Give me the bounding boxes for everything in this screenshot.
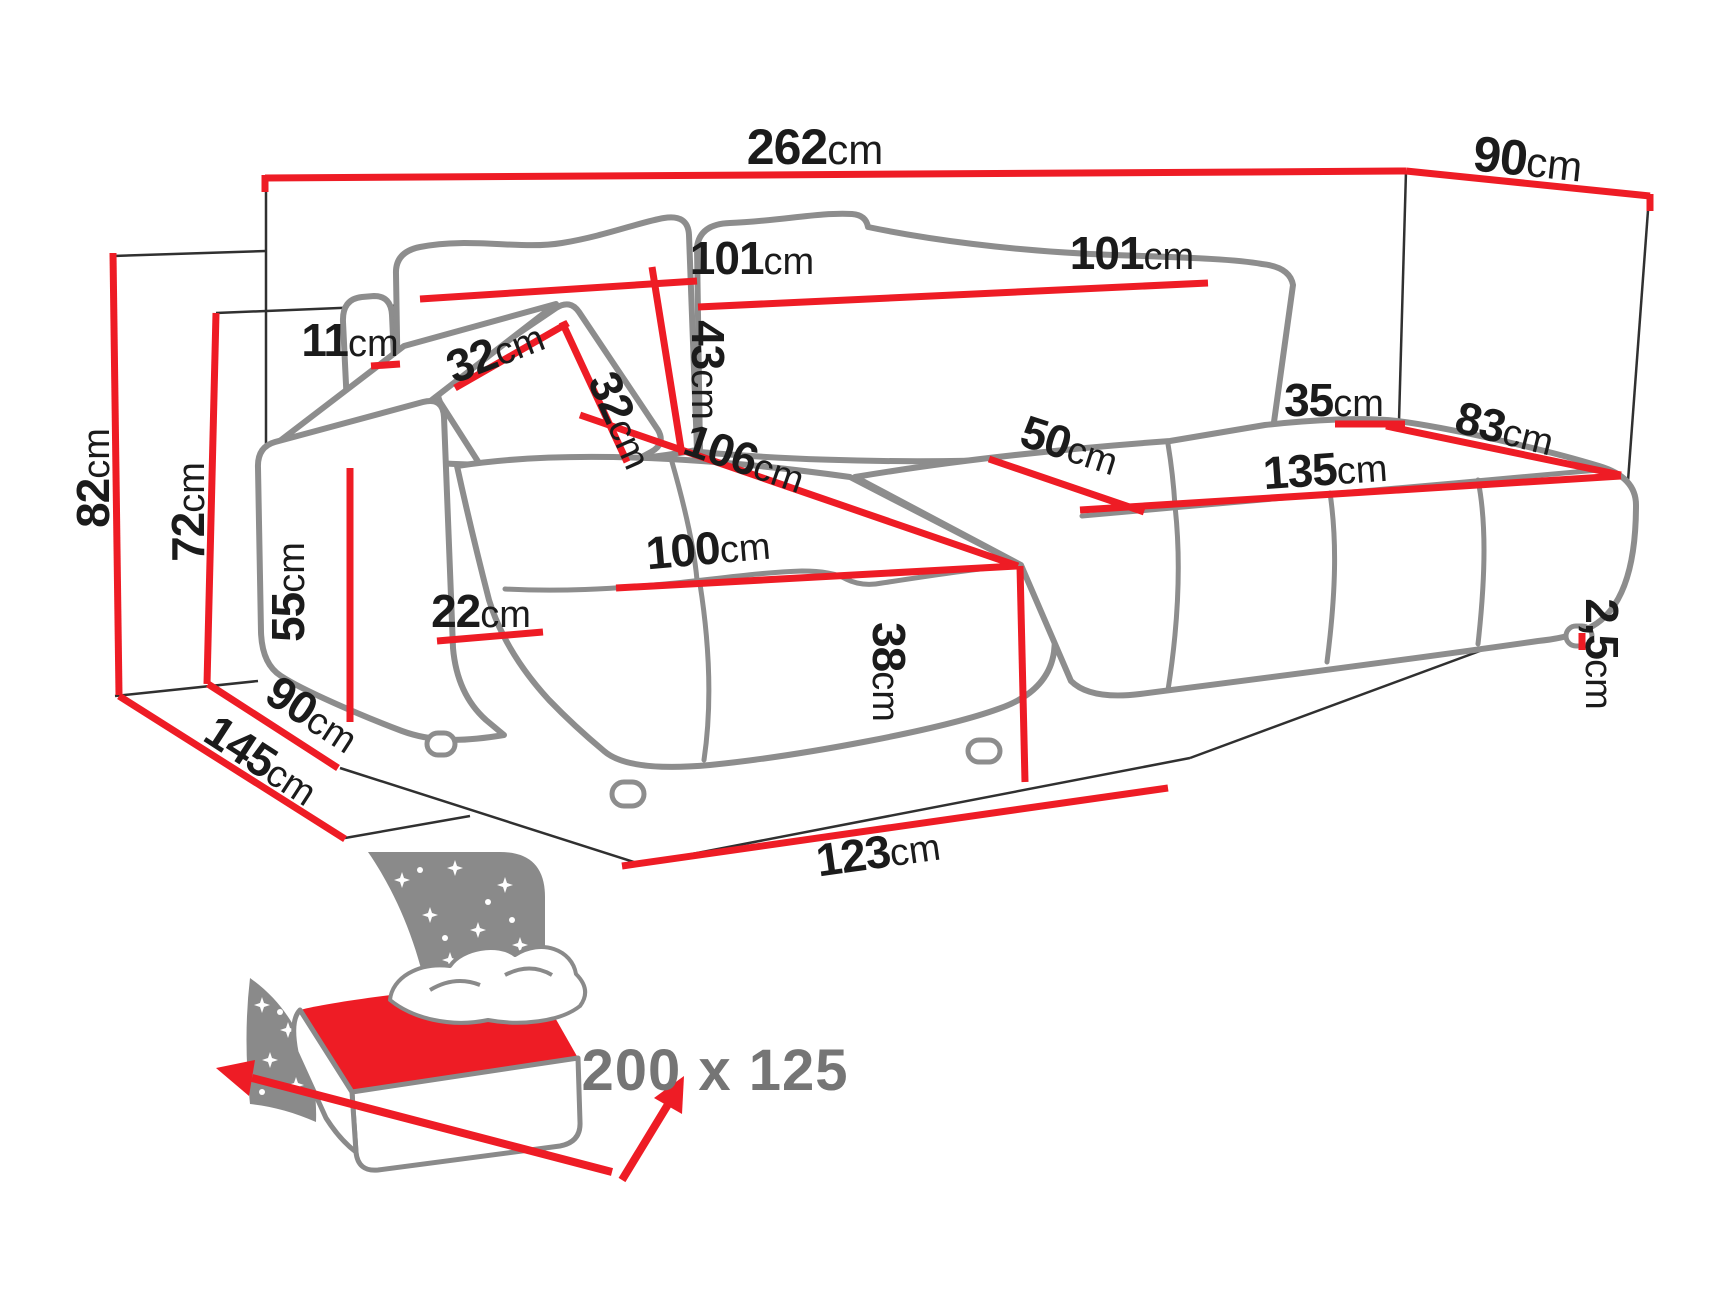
line-50 <box>987 455 1146 516</box>
arrow-shaft <box>250 1074 614 1176</box>
duvet <box>388 945 588 1025</box>
duvet-fold <box>428 979 481 992</box>
line-32b <box>558 320 631 464</box>
dim-leg-height: 2,5cm <box>1576 598 1628 710</box>
line-135 <box>1079 472 1622 514</box>
line-101-right <box>697 279 1209 311</box>
dim-seat-width: 135cm <box>1261 442 1389 500</box>
line-22 <box>436 628 544 645</box>
line-43 <box>648 266 686 456</box>
line-32a <box>453 319 570 392</box>
line-145 <box>117 693 347 842</box>
seat-chaise <box>454 453 1061 770</box>
line-82 <box>109 252 123 696</box>
line-262 <box>264 167 1407 182</box>
dim-seat-height: 38cm <box>863 622 915 722</box>
dim-chaise-width: 100cm <box>643 521 773 580</box>
bed <box>291 945 588 1173</box>
arrow-head <box>654 1076 684 1114</box>
line-101-left <box>419 277 698 303</box>
line-90-top <box>1405 167 1651 200</box>
sofa-bed-icon <box>216 852 684 1183</box>
dim-frame-height: 72cm <box>162 462 214 562</box>
dim-sleeping-area: 200 x 125 <box>581 1038 849 1103</box>
line-11 <box>370 360 401 370</box>
dim-backrest-height: 43cm <box>682 320 734 420</box>
dim-total-width: 262cm <box>746 119 884 175</box>
mattress-front <box>349 1055 583 1173</box>
mattress-side <box>291 1007 359 1155</box>
line-90-bottom <box>206 681 340 771</box>
unfold-arrows <box>216 1060 684 1183</box>
dimension-lines <box>109 167 1654 870</box>
arrow-head <box>216 1060 255 1096</box>
dim-armrest-width: 22cm <box>431 585 531 637</box>
dim-back-left-width: 101cm <box>689 232 815 284</box>
dim-total-depth: 90cm <box>1470 125 1585 191</box>
dim-armrest-height: 55cm <box>262 542 314 642</box>
dim-headrest-gap: 35cm <box>1284 374 1384 426</box>
dim-total-height: 82cm <box>67 428 119 528</box>
duvet-fold <box>504 966 554 977</box>
armrest-front <box>254 398 507 743</box>
line-72 <box>203 312 220 685</box>
line-123 <box>621 784 1169 870</box>
line-38 <box>1016 565 1029 783</box>
dim-arm-gap: 11cm <box>301 314 399 366</box>
line-83 <box>1385 422 1622 479</box>
dim-back-right-width: 101cm <box>1069 227 1195 279</box>
line-106 <box>578 411 1020 570</box>
line-100 <box>615 562 1019 592</box>
